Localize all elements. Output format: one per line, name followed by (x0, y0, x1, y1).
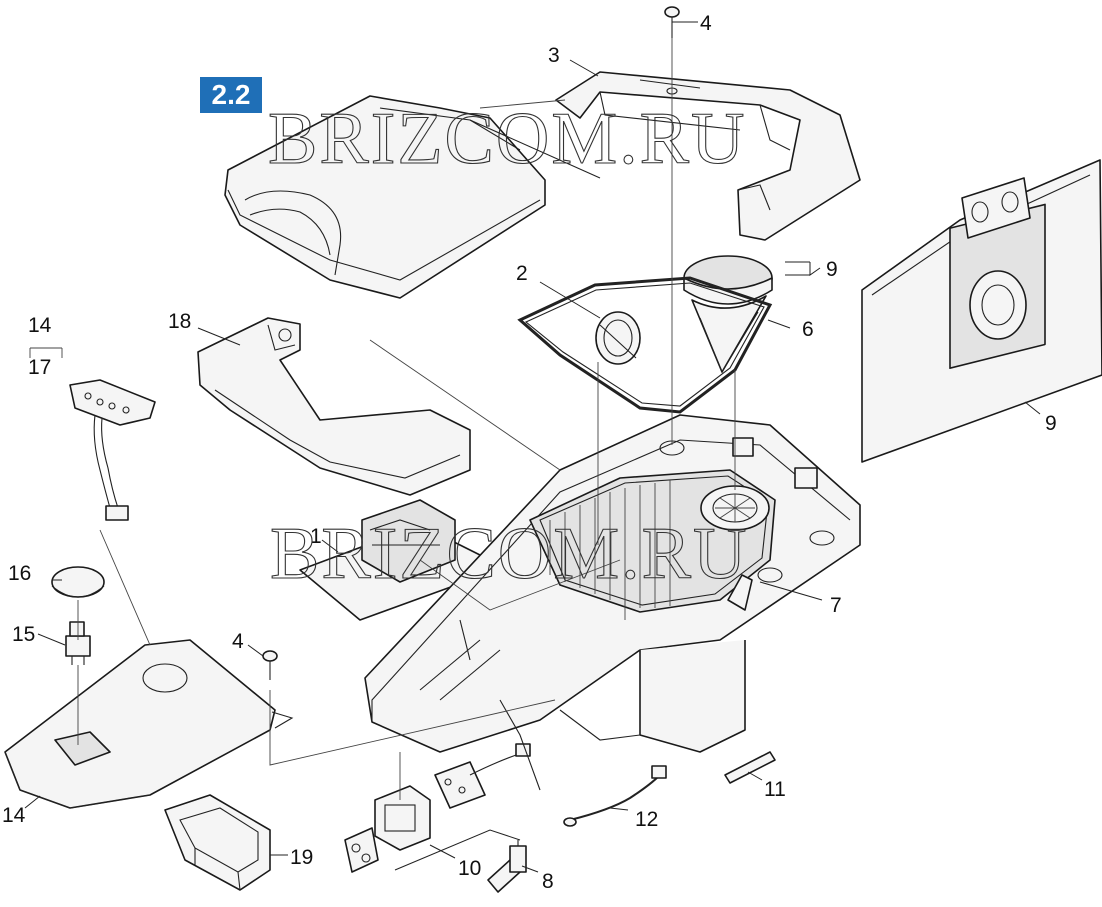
callout-18: 18 (168, 310, 191, 333)
callout-1: 1 (310, 525, 322, 548)
part-2-2-cover (224, 95, 601, 299)
callout-6: 6 (802, 318, 814, 341)
part-9-dust-bag (861, 159, 1102, 463)
callout-11: 11 (764, 778, 786, 801)
callout-2: 2 (516, 262, 528, 285)
part-19-bracket (164, 794, 271, 891)
part-10-socket (344, 743, 531, 873)
callout-15: 15 (12, 623, 35, 646)
assembly-lines (29, 38, 736, 800)
callout-8: 8 (542, 870, 554, 893)
part-8-sensor (487, 699, 541, 893)
part-4-screw-mid (262, 650, 278, 680)
callout-leaders (24, 21, 1041, 873)
part-12-cable (563, 765, 667, 827)
callout-17: 17 (28, 356, 51, 379)
part-4-screw-top (664, 6, 680, 38)
callout-3: 3 (548, 44, 560, 67)
callout-9-bag: 9 (1045, 412, 1057, 435)
callout-9-filter: 9 (826, 258, 838, 281)
part-6-filter-cone (691, 295, 767, 374)
callout-7: 7 (830, 594, 842, 617)
part-7-base-housing (364, 414, 861, 753)
part-16-button (51, 566, 105, 598)
callout-4-mid: 4 (232, 630, 244, 653)
callout-12: 12 (635, 808, 658, 831)
callout-labels: 4 3 2 9 6 7 9 18 14 17 1 16 15 4 14 19 1… (2, 12, 1057, 893)
watermark-middle: BRIZCOM.RU (270, 513, 748, 595)
callout-14-top: 14 (28, 314, 52, 337)
section-badge: 2.2 (200, 77, 262, 113)
callout-14-bottom: 14 (2, 804, 26, 827)
callout-19: 19 (290, 846, 313, 869)
part-15-switch (65, 621, 91, 665)
callout-4-top: 4 (700, 12, 712, 35)
part-11-hose (724, 751, 776, 784)
watermark-top: BRIZCOM.RU (268, 98, 746, 180)
part-14-front-cover (4, 639, 294, 809)
callout-16: 16 (8, 562, 31, 585)
callout-10: 10 (458, 857, 481, 880)
part-17-membrane (69, 379, 156, 521)
part-18-handle (197, 317, 471, 496)
